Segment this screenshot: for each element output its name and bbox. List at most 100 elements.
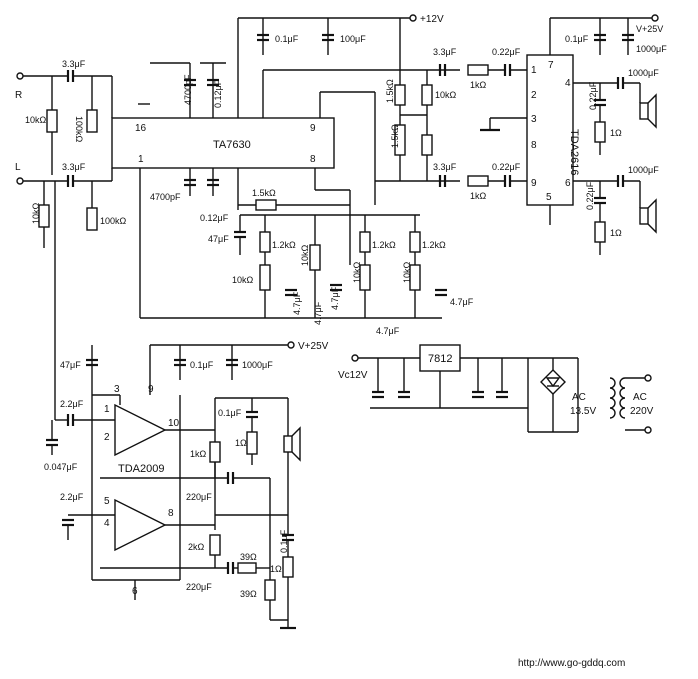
svg-text:1000μF: 1000μF (242, 360, 273, 370)
svg-text:100μF: 100μF (340, 34, 366, 44)
svg-text:TDA2009: TDA2009 (118, 463, 164, 475)
svg-text:10kΩ: 10kΩ (31, 202, 41, 224)
svg-text:0.22μF: 0.22μF (585, 181, 595, 210)
svg-text:10kΩ: 10kΩ (232, 275, 254, 285)
svg-text:100kΩ: 100kΩ (74, 116, 84, 143)
svg-text:1000μF: 1000μF (636, 44, 667, 54)
tda2009-inputs: 2.2μF 0.047μF 2.2μF (44, 399, 115, 540)
tone-control-network: 1.5kΩ 47μF 1.2kΩ 10kΩ 10kΩ 1.2kΩ 10kΩ 1.… (208, 91, 474, 336)
svg-text:0.1μF: 0.1μF (190, 360, 214, 370)
ta7630-chip: TA7630 16 1 9 8 (111, 117, 335, 169)
svg-text:47μF: 47μF (60, 360, 81, 370)
svg-text:TA7630: TA7630 (213, 139, 251, 151)
svg-text:100kΩ: 100kΩ (100, 216, 127, 226)
svg-text:1.2kΩ: 1.2kΩ (372, 240, 396, 250)
tda2616-chip: TDA2616 1 2 3 8 9 7 4 6 5 (526, 54, 580, 225)
svg-text:3.3μF: 3.3μF (62, 59, 86, 69)
bias-divider: 1.5kΩ 1.5kΩ 10kΩ (385, 70, 457, 181)
tda2009-supply: V+25V 0.1μF 1000μF 47μF (60, 341, 329, 396)
tda2616-inputs: 3.3μF 1kΩ 0.22μF 3.3μF 1kΩ 0.22μF (262, 47, 527, 201)
svg-text:4.7μF: 4.7μF (450, 297, 474, 307)
power-supply: Vc12V 7812 AC 13.5V AC (338, 344, 654, 434)
svg-text:1.2kΩ: 1.2kΩ (272, 240, 296, 250)
source-url: http://www.go-gddq.com (518, 658, 625, 669)
svg-text:1Ω: 1Ω (235, 438, 247, 448)
svg-text:4.7μF: 4.7μF (292, 291, 302, 315)
svg-text:4.7μF: 4.7μF (376, 326, 400, 336)
svg-text:4: 4 (565, 78, 571, 89)
svg-text:1kΩ: 1kΩ (470, 191, 487, 201)
svg-text:47μF: 47μF (208, 234, 229, 244)
svg-text:7812: 7812 (428, 353, 452, 365)
svg-text:2: 2 (531, 90, 537, 101)
svg-text:R: R (15, 90, 22, 101)
svg-text:13.5V: 13.5V (570, 406, 596, 417)
svg-text:9: 9 (148, 384, 154, 395)
svg-text:2: 2 (104, 432, 110, 443)
svg-text:AC: AC (633, 392, 647, 403)
svg-text:0.12μF: 0.12μF (213, 79, 223, 108)
svg-text:8: 8 (531, 140, 537, 151)
svg-text:1.5kΩ: 1.5kΩ (252, 188, 276, 198)
svg-text:+12V: +12V (420, 14, 444, 25)
svg-text:0.1μF: 0.1μF (275, 34, 299, 44)
svg-text:0.22μF: 0.22μF (492, 47, 521, 57)
tda2616-outputs: V+25V 0.1μF 1000μF 1000μF 0.22μF 1Ω 1000… (549, 14, 667, 255)
svg-text:4.7μF: 4.7μF (330, 286, 340, 310)
svg-text:3: 3 (531, 114, 537, 125)
svg-text:3.3μF: 3.3μF (433, 162, 457, 172)
svg-text:0.047μF: 0.047μF (44, 462, 78, 472)
svg-text:10: 10 (168, 418, 180, 429)
svg-text:1000μF: 1000μF (628, 68, 659, 78)
svg-text:1kΩ: 1kΩ (470, 80, 487, 90)
svg-text:4700pF: 4700pF (150, 192, 181, 202)
l-input: L 3.3μF 10kΩ 100kΩ (15, 162, 127, 420)
svg-text:V+25V: V+25V (636, 24, 663, 34)
svg-text:AC: AC (572, 392, 586, 403)
svg-text:4: 4 (104, 518, 110, 529)
svg-text:1kΩ: 1kΩ (190, 449, 207, 459)
svg-text:0.22μF: 0.22μF (492, 162, 521, 172)
svg-text:Vc12V: Vc12V (338, 370, 368, 381)
svg-text:10kΩ: 10kΩ (300, 244, 310, 266)
svg-text:5: 5 (546, 192, 552, 203)
svg-text:10kΩ: 10kΩ (25, 115, 47, 125)
svg-text:1000μF: 1000μF (628, 165, 659, 175)
svg-text:4700pF: 4700pF (183, 74, 193, 105)
svg-text:7: 7 (548, 60, 554, 71)
svg-text:1: 1 (138, 154, 144, 165)
svg-text:1Ω: 1Ω (270, 564, 282, 574)
svg-text:10kΩ: 10kΩ (435, 90, 457, 100)
svg-text:9: 9 (531, 178, 537, 189)
ta7630-top-caps: 4700pF 0.12μF (138, 62, 226, 118)
svg-text:3.3μF: 3.3μF (433, 47, 457, 57)
svg-text:2.2μF: 2.2μF (60, 492, 84, 502)
svg-text:10kΩ: 10kΩ (402, 261, 412, 283)
svg-text:2kΩ: 2kΩ (188, 542, 205, 552)
svg-text:8: 8 (310, 154, 316, 165)
svg-text:2.2μF: 2.2μF (60, 399, 84, 409)
svg-text:TDA2616: TDA2616 (568, 129, 580, 175)
svg-text:0.12μF: 0.12μF (200, 213, 229, 223)
svg-text:0.1μF: 0.1μF (565, 34, 589, 44)
rail-12v: +12V 0.1μF 100μF (237, 14, 444, 118)
svg-text:1.5kΩ: 1.5kΩ (390, 124, 400, 148)
svg-text:0.1μF: 0.1μF (218, 408, 242, 418)
svg-text:1.5kΩ: 1.5kΩ (385, 79, 395, 103)
svg-text:9: 9 (310, 123, 316, 134)
svg-text:3.3μF: 3.3μF (62, 162, 86, 172)
tda2009-outputs: 0.1μF 1Ω 1kΩ 220μF 2kΩ 220μF 39Ω 39Ω (100, 397, 301, 630)
svg-text:1: 1 (104, 404, 110, 415)
svg-text:L: L (15, 162, 21, 173)
svg-text:6: 6 (565, 178, 571, 189)
svg-text:39Ω: 39Ω (240, 589, 257, 599)
svg-text:3: 3 (114, 384, 120, 395)
svg-text:16: 16 (135, 123, 147, 134)
svg-text:1.2kΩ: 1.2kΩ (422, 240, 446, 250)
svg-text:0.22μF: 0.22μF (588, 81, 598, 110)
svg-text:220μF: 220μF (186, 582, 212, 592)
ta7630-bottom-caps: 4700pF 0.12μF (139, 168, 442, 319)
svg-text:1Ω: 1Ω (610, 128, 622, 138)
